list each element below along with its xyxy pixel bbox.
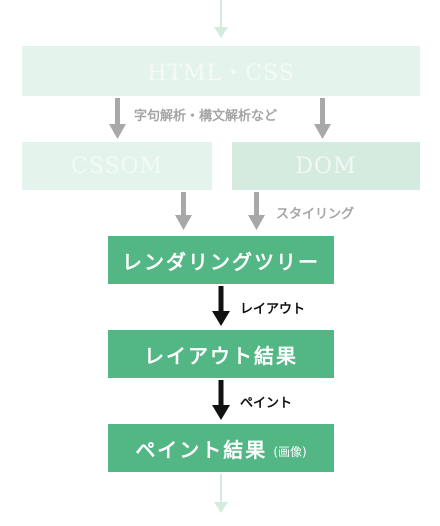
paint-edge-label: ペイント bbox=[240, 396, 293, 411]
cssom-node-label: CSSOM bbox=[70, 153, 164, 179]
paint-arrow bbox=[212, 380, 230, 420]
parse-arrow-left bbox=[109, 98, 126, 139]
render-tree-node-label: レンダリングツリー bbox=[122, 249, 320, 274]
layout-result-node: レイアウト結果 bbox=[108, 330, 334, 378]
paint-result-node: ペイント結果 (画像) bbox=[108, 424, 334, 472]
paint-result-node-label: ペイント結果 bbox=[135, 437, 268, 462]
render-tree-node: レンダリングツリー bbox=[108, 236, 334, 284]
html-css-node: HTML・CSS bbox=[22, 46, 420, 96]
html-css-node-label: HTML・CSS bbox=[147, 61, 295, 86]
styling-arrow-right bbox=[248, 192, 265, 230]
layout-edge-label: レイアウト bbox=[240, 302, 306, 317]
dom-node-label: DOM bbox=[295, 153, 357, 179]
styling-edge-label: スタイリング bbox=[276, 207, 355, 222]
exit-arrow-bottom bbox=[214, 474, 228, 513]
cssom-node: CSSOM bbox=[22, 142, 212, 190]
styling-arrow-left bbox=[175, 192, 192, 230]
dom-node: DOM bbox=[232, 142, 420, 190]
entry-arrow-top bbox=[214, 0, 228, 38]
parse-edge-label: 字句解析・構文解析など bbox=[134, 109, 278, 124]
parse-arrow-right bbox=[314, 98, 331, 139]
layout-arrow bbox=[212, 286, 230, 326]
paint-result-node-suffix: (画像) bbox=[273, 444, 307, 459]
layout-result-node-label: レイアウト結果 bbox=[144, 343, 298, 368]
